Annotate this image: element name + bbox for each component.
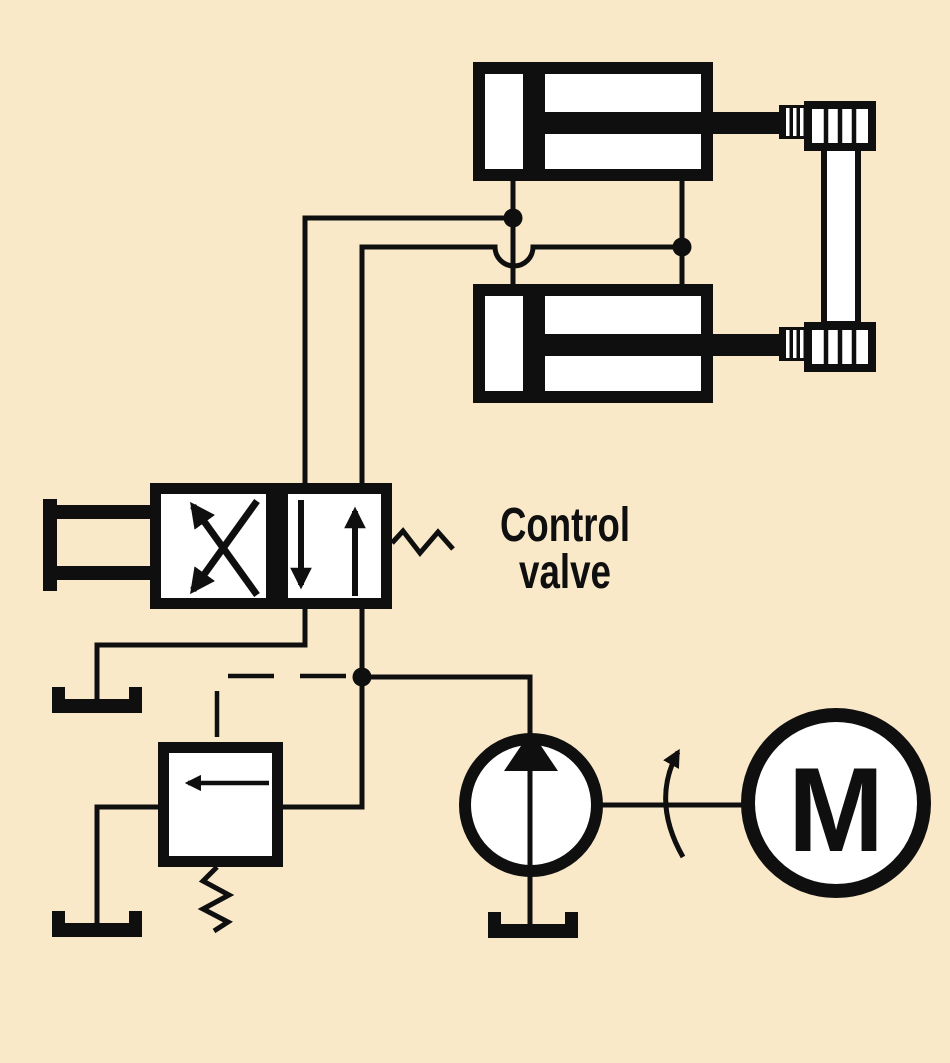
actuator-top-bar xyxy=(50,505,154,519)
pipe-cap-line-upper xyxy=(302,215,506,490)
piston-rod-linkage xyxy=(779,101,876,372)
control-valve-label-line1: Control xyxy=(500,499,630,552)
coupling-stripe xyxy=(793,108,797,136)
reservoir-tank-pump xyxy=(488,912,578,938)
control-valve-label-line2: valve xyxy=(519,546,611,599)
link-bar xyxy=(821,145,861,327)
motor-symbol: M xyxy=(741,708,931,898)
valve-divider xyxy=(266,494,288,604)
control-valve-label: Control valve xyxy=(500,499,630,599)
control-valve-symbol xyxy=(43,483,455,609)
piston xyxy=(523,296,545,397)
coupling-stripe xyxy=(793,330,797,358)
motor-letter: M xyxy=(788,743,884,877)
relief-valve-spring xyxy=(197,865,235,934)
actuator-bottom-bar xyxy=(50,566,154,580)
hydraulic-cylinder-bottom xyxy=(473,284,781,403)
coupling-stripe xyxy=(786,108,790,136)
end-block-top-ribs xyxy=(823,106,857,146)
pipe-valve-to-tank xyxy=(94,602,308,706)
coupling-stripe xyxy=(800,108,804,136)
reservoir-tank-relief xyxy=(52,911,142,937)
pump-flow-triangle xyxy=(504,731,558,771)
junction-dot-rod-line xyxy=(672,237,692,257)
coupling-stripe xyxy=(786,330,790,358)
relief-valve-symbol xyxy=(158,742,283,934)
coupling-bottom xyxy=(779,327,804,361)
crossed-flow-arrow xyxy=(190,498,260,595)
pilot-line-dashed xyxy=(214,673,346,742)
relief-valve-body xyxy=(158,742,283,867)
end-block-bottom-ribs xyxy=(823,327,857,367)
pipe-pump-line xyxy=(362,674,533,934)
junction-dot-pressure-line xyxy=(352,667,372,687)
coupling-top xyxy=(779,105,804,139)
piston xyxy=(523,74,545,175)
rotation-arrow xyxy=(663,748,686,859)
piston-rod xyxy=(545,334,781,356)
valve-return-spring xyxy=(390,527,455,557)
junction-dots xyxy=(352,208,692,687)
pipe-relief-to-tank xyxy=(94,804,168,926)
motor-circle xyxy=(741,708,931,898)
junction-dot-cap-line xyxy=(503,208,523,228)
pipe-rod-line-upper xyxy=(359,244,682,490)
coupling-stripe xyxy=(800,330,804,358)
hydraulic-cylinder-top xyxy=(473,62,781,181)
piston-rod xyxy=(545,112,781,134)
reservoir-tank-left xyxy=(52,687,142,713)
